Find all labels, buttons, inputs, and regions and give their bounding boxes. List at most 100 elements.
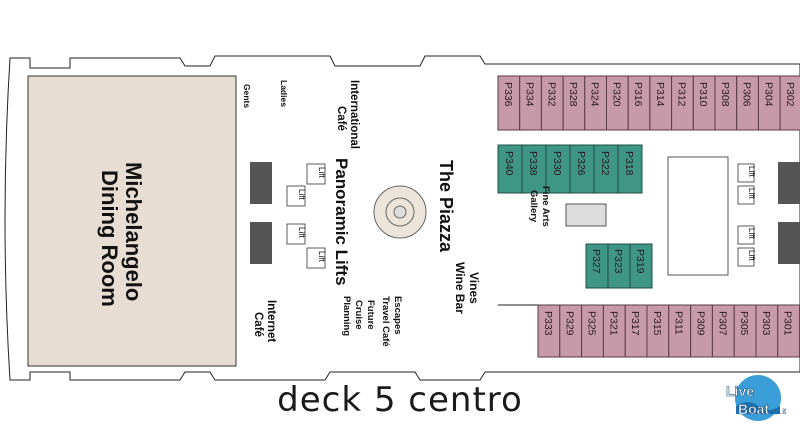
cabin-label: P308 bbox=[719, 82, 731, 107]
cabin-label: P319 bbox=[634, 249, 646, 274]
logo-wave bbox=[736, 402, 780, 414]
cabin-label: P340 bbox=[503, 151, 515, 176]
cabin-label: P338 bbox=[527, 151, 539, 176]
cabin-P302 bbox=[779, 75, 800, 131]
lift-box bbox=[737, 247, 755, 267]
stairs-right-bottom bbox=[778, 222, 800, 264]
logo-text-line1: Live bbox=[726, 383, 754, 399]
internet-cafe-label-line2: Café bbox=[252, 312, 264, 337]
cabin-P340 bbox=[497, 144, 523, 194]
cabin-label: P312 bbox=[675, 82, 687, 107]
cabin-label: P305 bbox=[738, 311, 750, 336]
cabin-label: P332 bbox=[545, 82, 557, 107]
cabin-label: P322 bbox=[599, 151, 611, 176]
lift-label: Lift bbox=[747, 250, 756, 261]
service-block bbox=[667, 156, 729, 276]
cabin-label: P301 bbox=[782, 311, 794, 336]
fine-arts-label-line2: Gallery bbox=[528, 190, 539, 223]
cabin-label: P307 bbox=[716, 311, 728, 336]
gallery-display bbox=[565, 203, 607, 227]
cabin-label: P316 bbox=[632, 82, 644, 107]
vines-label-line2: Wine Bar bbox=[453, 262, 467, 314]
cabin-label: P333 bbox=[542, 311, 554, 336]
cabin-label: P336 bbox=[502, 82, 514, 107]
dining-room-label-line1: Michelangelo bbox=[121, 162, 146, 301]
cabin-P322 bbox=[593, 144, 619, 194]
cabin-label: P303 bbox=[760, 311, 772, 336]
ladies-label: Ladies bbox=[279, 80, 289, 107]
lift-label: Lift bbox=[297, 227, 306, 238]
the-piazza-label: The Piazza bbox=[436, 160, 456, 253]
future-cruise-label-line2: Cruise bbox=[353, 300, 364, 330]
dining-room-label-line2: Dining Room bbox=[97, 170, 122, 307]
cabin-label: P306 bbox=[741, 82, 753, 107]
cabin-label: P325 bbox=[586, 311, 598, 336]
hull-outline bbox=[4, 55, 800, 381]
lift-label: Lift bbox=[747, 166, 756, 177]
deck-caption: deck 5 centro bbox=[277, 380, 523, 420]
lift-box bbox=[286, 185, 306, 207]
lift-box bbox=[306, 247, 326, 269]
lift-box bbox=[737, 185, 755, 205]
liveboat-logo: Live Boat .it bbox=[726, 373, 787, 423]
vines-label-line1: Vines bbox=[467, 272, 481, 304]
future-cruise-label-line3: Planning bbox=[341, 296, 352, 336]
cabin-label: P318 bbox=[623, 151, 635, 176]
cabin-label: P328 bbox=[567, 82, 579, 107]
cabin-label: P315 bbox=[651, 311, 663, 336]
future-cruise-label-line1: Future bbox=[365, 300, 376, 330]
escapes-label-line1: Escapes bbox=[392, 296, 403, 335]
cabins-bottom-row: P333 P329 P325 P321 P317 P315 P311 P309 P307 P305… bbox=[537, 304, 800, 358]
lift-group: Lift Lift Lift Lift Lift Lift Lift Lift bbox=[286, 163, 756, 269]
international-cafe-label-line1: International bbox=[348, 80, 360, 149]
stairs-left-bottom bbox=[250, 222, 272, 264]
lift-box bbox=[286, 223, 306, 245]
cabin-label: P304 bbox=[762, 82, 774, 107]
lift-box bbox=[737, 163, 755, 183]
cabin-label: P302 bbox=[784, 82, 796, 107]
cabins-top-row: P336 P334 P332 P328 P324 P320 P316 P314 P312 P310… bbox=[497, 75, 800, 131]
stairs-left-top bbox=[250, 162, 272, 204]
lift-box bbox=[737, 225, 755, 245]
cabins-gallery-top: P340 P338 P330 P326 P322 P318 bbox=[497, 144, 643, 194]
internet-cafe-label-line1: Internet bbox=[265, 300, 277, 342]
cabin-label: P317 bbox=[629, 311, 641, 336]
cabin-label: P320 bbox=[610, 82, 622, 107]
cabin-P338 bbox=[521, 144, 547, 194]
logo-text-suffix: .it bbox=[780, 407, 787, 416]
panoramic-lifts-label: Panoramic Lifts bbox=[332, 158, 351, 286]
cabin-P319 bbox=[629, 243, 653, 289]
cabin-P326 bbox=[569, 144, 595, 194]
cabin-label: P321 bbox=[607, 311, 619, 336]
dining-room-area bbox=[27, 75, 237, 367]
atrium-fountain-core bbox=[393, 205, 407, 219]
lift-label: Lift bbox=[317, 251, 326, 262]
lift-label: Lift bbox=[317, 167, 326, 178]
cabin-label: P329 bbox=[564, 311, 576, 336]
cabin-P318 bbox=[617, 144, 643, 194]
lift-box bbox=[306, 163, 326, 185]
cabin-label: P323 bbox=[612, 249, 624, 274]
cabin-label: P309 bbox=[695, 311, 707, 336]
cabin-label: P324 bbox=[589, 82, 601, 107]
cabin-label: P314 bbox=[654, 82, 666, 107]
cabin-label: P326 bbox=[575, 151, 587, 176]
cabin-P330 bbox=[545, 144, 571, 194]
lift-label: Lift bbox=[747, 188, 756, 199]
fine-arts-label-line1: Fine Arts bbox=[540, 186, 551, 227]
cabin-label: P327 bbox=[590, 249, 602, 274]
cabin-label: P334 bbox=[524, 82, 536, 107]
logo-text-line2: Boat bbox=[738, 401, 769, 417]
cabin-label: P330 bbox=[551, 151, 563, 176]
international-cafe-label-line2: Café bbox=[335, 106, 347, 131]
stairs-right-top bbox=[778, 162, 800, 204]
cabin-label: P311 bbox=[673, 311, 685, 335]
lift-label: Lift bbox=[297, 189, 306, 200]
lift-label: Lift bbox=[747, 228, 756, 239]
escapes-label-line2: Travel Café bbox=[380, 296, 391, 347]
cabins-gallery-bottom: P327 P323 P319 bbox=[585, 243, 653, 289]
gents-label: Gents bbox=[242, 84, 252, 108]
atrium-fountain-inner bbox=[385, 197, 415, 227]
cabin-label: P310 bbox=[697, 82, 709, 107]
